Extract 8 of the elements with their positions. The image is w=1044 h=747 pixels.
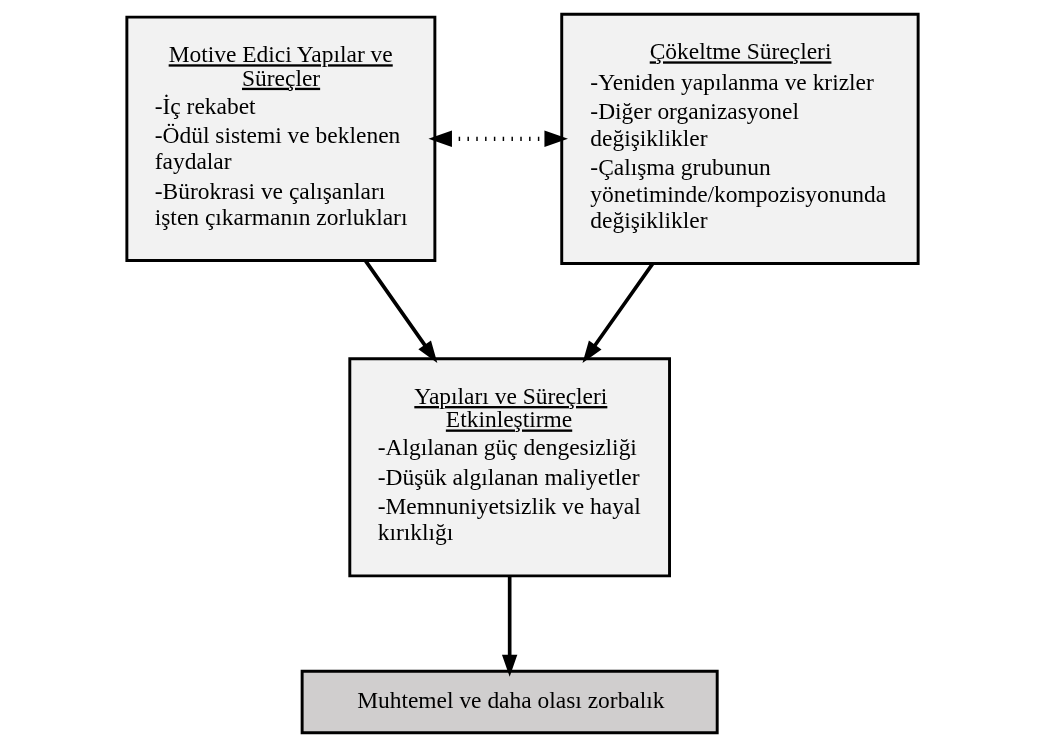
arrow [581, 262, 654, 363]
node-box: Yapıları ve Süreçleri Etkinleştirme -Algılanan güç dengesizliği -Düşük algılanan maliyetler -Memnuniyetsizlik ve hayal kırıklığı [347, 357, 671, 578]
arrow [501, 576, 517, 677]
node-box: Çökeltme Süreçleri -Yeniden yapılanma ve krizler -Diğer organizasyonel değişiklikler -Çalışma grubunun yönetiminde/kompozisyonunda değişiklikler [559, 12, 920, 265]
arrow [363, 259, 437, 363]
node-box: Muhtemel ve daha olası zorbalık [300, 669, 719, 735]
node-box: Motive Edici Yapılar ve Süreçler -İç rekabet -Ödül sistemi ve beklenen faydalar -Bürokrasi ve çalışanları işten çıkarmanın zorlukları [124, 15, 436, 263]
arrow [427, 130, 568, 148]
